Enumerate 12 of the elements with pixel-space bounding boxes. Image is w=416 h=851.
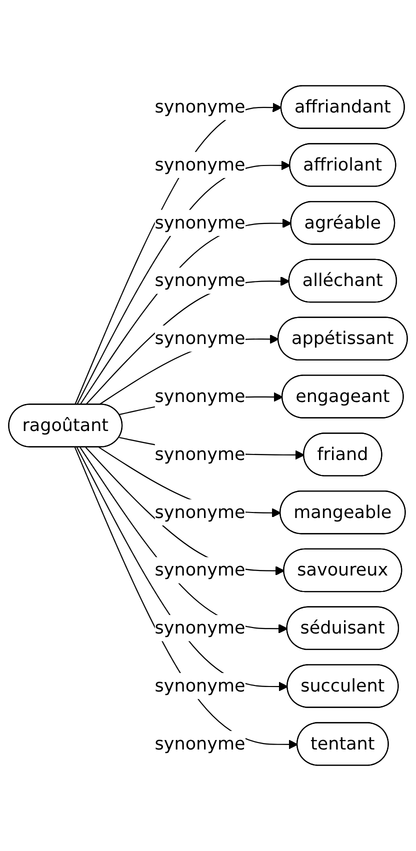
edge-label: synonyme [154, 270, 246, 291]
edge-label: synonyme [154, 328, 246, 348]
edge-label: synonyme [154, 96, 246, 117]
edge-label: synonyme [154, 212, 246, 233]
edge-label: synonyme [154, 675, 246, 696]
edge-label: synonyme [154, 386, 246, 406]
edge-label: synonyme [154, 154, 246, 175]
edge-label: synonyme [154, 617, 246, 638]
edge-label: synonyme [154, 733, 246, 754]
edge-label: synonyme [154, 501, 246, 522]
edge-label: synonyme [154, 559, 246, 580]
edge-label: synonyme [154, 444, 246, 464]
